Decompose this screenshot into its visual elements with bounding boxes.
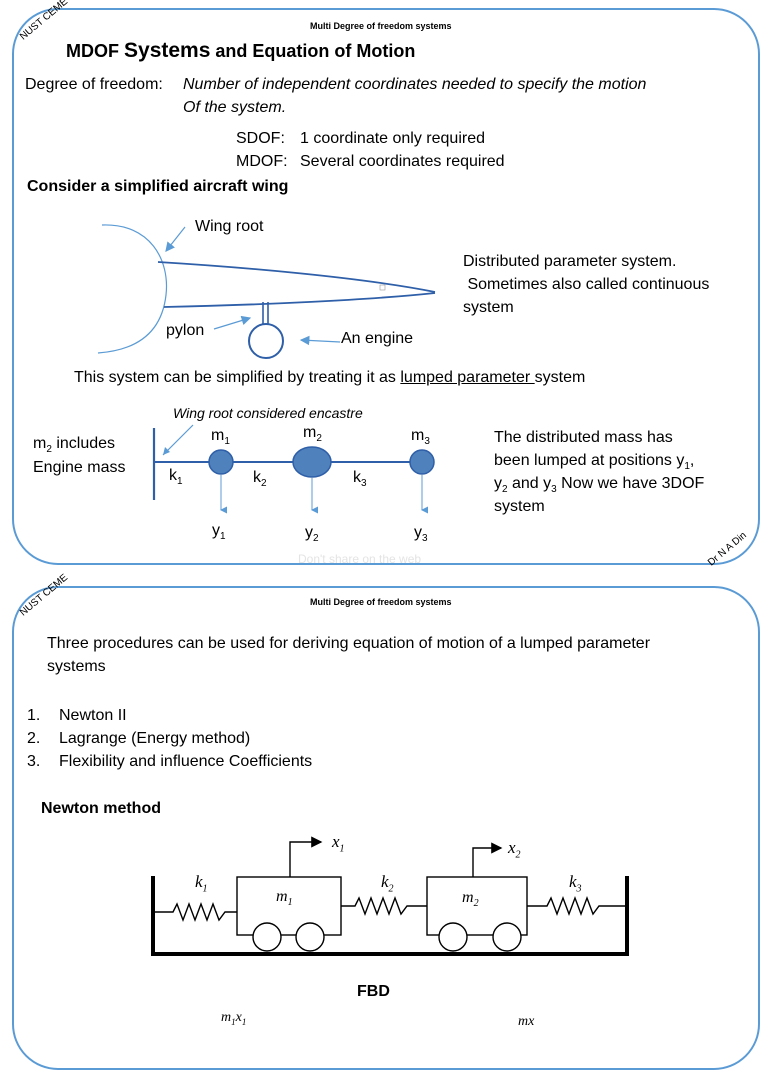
engine-mass-label: Engine mass bbox=[33, 459, 126, 476]
distributed-line-3: system bbox=[463, 299, 514, 316]
sdof-text: 1 coordinate only required bbox=[300, 130, 486, 147]
fbd-m1-term: m1x1 bbox=[221, 1010, 247, 1027]
wing-upper-edge bbox=[157, 261, 436, 293]
intro-line-1: Three procedures can be used for derivin… bbox=[47, 635, 651, 652]
diagram-m2-label: m2 bbox=[462, 889, 479, 910]
newton-method-heading: Newton method bbox=[41, 800, 161, 817]
title-systems: Systems bbox=[124, 39, 211, 62]
lumped-line-4: system bbox=[494, 498, 545, 515]
y2-label: y2 bbox=[305, 524, 319, 545]
pylon-arrow bbox=[213, 315, 252, 330]
mdof-label: MDOF: bbox=[236, 153, 288, 170]
two-mass-system-diagram bbox=[151, 836, 629, 956]
consider-heading: Consider a simplified aircraft wing bbox=[27, 178, 289, 195]
mass-m1-box bbox=[236, 876, 342, 936]
x1-arrow bbox=[289, 836, 323, 877]
fbd-m2-term: mx bbox=[518, 1014, 535, 1029]
simplified-sentence: This system can be simplified by treatin… bbox=[74, 369, 585, 387]
spring-2-label: k2 bbox=[253, 469, 267, 490]
dof-definition-line-1: Number of independent coordinates needed… bbox=[183, 76, 647, 93]
dof-label: Degree of freedom: bbox=[25, 76, 163, 93]
m2-includes-label: m2 includes bbox=[33, 435, 116, 456]
diagram-m1-label: m1 bbox=[276, 888, 293, 909]
y1-label: y1 bbox=[212, 522, 226, 543]
lumped-line-3: y2 and y3 Now we have 3DOF bbox=[494, 475, 705, 496]
spring-1-label: k1 bbox=[169, 467, 183, 488]
fbd-heading: FBD bbox=[357, 983, 390, 1000]
fuselage-arc bbox=[97, 224, 168, 354]
spring-3-label: k3 bbox=[353, 469, 367, 490]
simplified-underlined: lumped parameter bbox=[400, 369, 535, 386]
title-rest: and Equation of Motion bbox=[215, 41, 416, 61]
wing-root-label: Wing root bbox=[195, 218, 264, 235]
spring-k2 bbox=[341, 896, 427, 916]
wheel-m2-right bbox=[492, 922, 522, 952]
diagram-k3-label: k3 bbox=[569, 872, 582, 895]
lumped-line-2: been lumped at positions y1, bbox=[494, 452, 695, 473]
wheel-m2-left bbox=[438, 922, 468, 952]
engine-label: An engine bbox=[341, 330, 414, 347]
mass-1-label: m1 bbox=[211, 427, 230, 448]
wheel-m1-right bbox=[295, 922, 325, 952]
diagram-x2-label: x2 bbox=[508, 838, 521, 861]
procedure-item-2: 2.Lagrange (Energy method) bbox=[27, 730, 251, 747]
slide-1-frame bbox=[12, 8, 760, 565]
intro-line-2: systems bbox=[47, 658, 106, 675]
procedure-item-1: 1.Newton II bbox=[27, 707, 127, 724]
x2-arrow bbox=[472, 842, 503, 877]
sdof-label: SDOF: bbox=[236, 130, 285, 147]
engine-circle bbox=[248, 323, 284, 359]
mass-1-node bbox=[208, 449, 234, 475]
title-mdof: MDOF bbox=[66, 41, 119, 61]
distributed-line-2: Sometimes also called continuous bbox=[463, 276, 710, 293]
dof-definition-line-2: Of the system. bbox=[183, 99, 287, 116]
watermark: Don't share on the web bbox=[298, 552, 422, 566]
slide-1-title: MDOF Systems and Equation of Motion bbox=[66, 39, 415, 63]
y3-label: y3 bbox=[414, 524, 428, 545]
ground-channel bbox=[151, 876, 629, 956]
lumped-line-1: The distributed mass has bbox=[494, 429, 673, 446]
mass-3-label: m3 bbox=[411, 427, 430, 448]
spring-k1 bbox=[155, 902, 237, 922]
lumped-model-diagram bbox=[152, 424, 435, 514]
mass-2-label: m2 bbox=[303, 424, 322, 445]
slide-1-header: Multi Degree of freedom systems bbox=[310, 21, 452, 31]
wing-root-arrow bbox=[165, 226, 186, 252]
simplified-post: system bbox=[534, 369, 586, 386]
pylon-label: pylon bbox=[166, 322, 205, 339]
mass-3-node bbox=[409, 449, 435, 475]
spring-k3 bbox=[527, 896, 625, 916]
diagram-k1-label: k1 bbox=[195, 872, 208, 895]
wheel-m1-left bbox=[252, 922, 282, 952]
wing-lower-edge bbox=[163, 292, 436, 308]
mass-2-node bbox=[292, 446, 332, 478]
procedure-item-3: 3.Flexibility and influence Coefficients bbox=[27, 753, 313, 770]
engine-arrow bbox=[299, 335, 341, 346]
diagram-x1-label: x1 bbox=[332, 832, 345, 855]
encastre-note: Wing root considered encastre bbox=[173, 405, 363, 421]
mdof-text: Several coordinates required bbox=[300, 153, 505, 170]
distributed-line-1: Distributed parameter system. bbox=[463, 253, 677, 270]
slide-2-header: Multi Degree of freedom systems bbox=[310, 597, 452, 607]
wing-marker bbox=[379, 284, 386, 291]
diagram-k2-label: k2 bbox=[381, 872, 394, 895]
simplified-pre: This system can be simplified by treatin… bbox=[74, 369, 401, 386]
wing-diagram bbox=[97, 224, 436, 359]
